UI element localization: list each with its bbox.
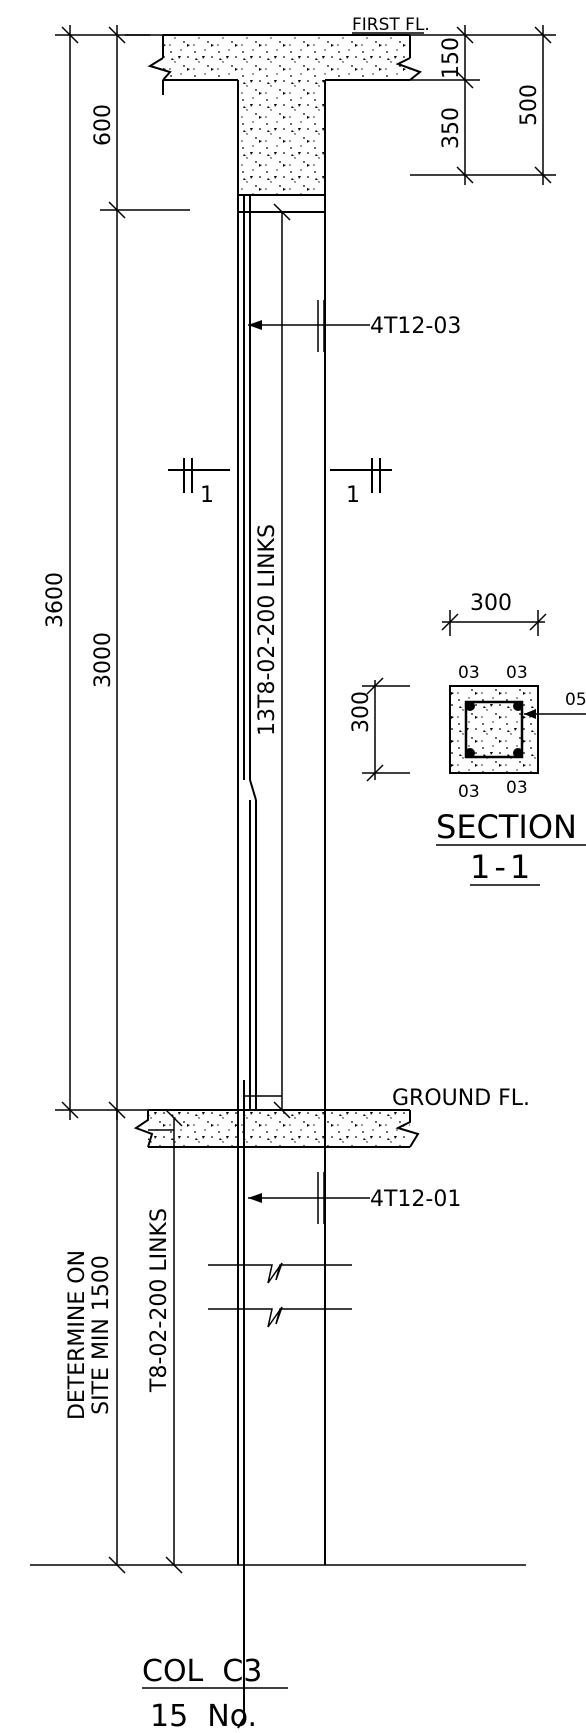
- section-1-1-detail: [362, 610, 586, 782]
- section-bar-bl: 03: [458, 782, 480, 802]
- section-bar-br: 03: [506, 778, 528, 798]
- first-floor-beam: [147, 34, 423, 213]
- determine-line2: SITE MIN 1500: [89, 1255, 114, 1415]
- section-bar-tr: 03: [506, 663, 528, 683]
- bar-bottom-label: 4T12-01: [370, 1187, 461, 1212]
- section-number: 1-1: [470, 848, 534, 886]
- section-link-label: 05: [565, 690, 586, 710]
- section-title: SECTION: [436, 808, 577, 846]
- section-mark-right-number: 1: [346, 483, 360, 508]
- column-title: COL C3: [142, 1654, 262, 1689]
- section-mark-left: [168, 458, 230, 493]
- links-lower-label: T8-02-200 LINKS: [147, 1208, 172, 1393]
- break-lines: [208, 1262, 352, 1328]
- section-height-dim: 300: [349, 691, 374, 733]
- dim-150: 150: [439, 37, 464, 79]
- column-outline: [237, 195, 326, 1565]
- section-mark-left-number: 1: [200, 483, 214, 508]
- column-reinforcement: [237, 195, 291, 1729]
- dim-600: 600: [91, 104, 116, 146]
- section-width-dim: 300: [470, 591, 512, 616]
- determine-line1: DETERMINE ON: [65, 1250, 90, 1420]
- dim-500: 500: [517, 84, 542, 126]
- first-floor-label: FIRST FL.: [352, 15, 430, 35]
- ground-floor-slab: [133, 1109, 420, 1148]
- dim-350: 350: [439, 107, 464, 149]
- section-mark-right: [330, 458, 392, 493]
- links-upper-label: 13T8-02-200 LINKS: [255, 524, 280, 736]
- vertical-dimensions-left: [30, 25, 526, 1574]
- ground-floor-label: GROUND FL.: [392, 1086, 530, 1111]
- column-quantity: 15 No.: [150, 1699, 257, 1733]
- bar-callout-bottom: [248, 1172, 370, 1224]
- bar-top-label: 4T12-03: [370, 314, 461, 339]
- section-bar-tl: 03: [458, 663, 480, 683]
- vertical-dimensions-right: [410, 25, 556, 185]
- dim-3600: 3600: [43, 572, 68, 628]
- dim-3000: 3000: [91, 632, 116, 688]
- bar-callout-top: [248, 300, 370, 352]
